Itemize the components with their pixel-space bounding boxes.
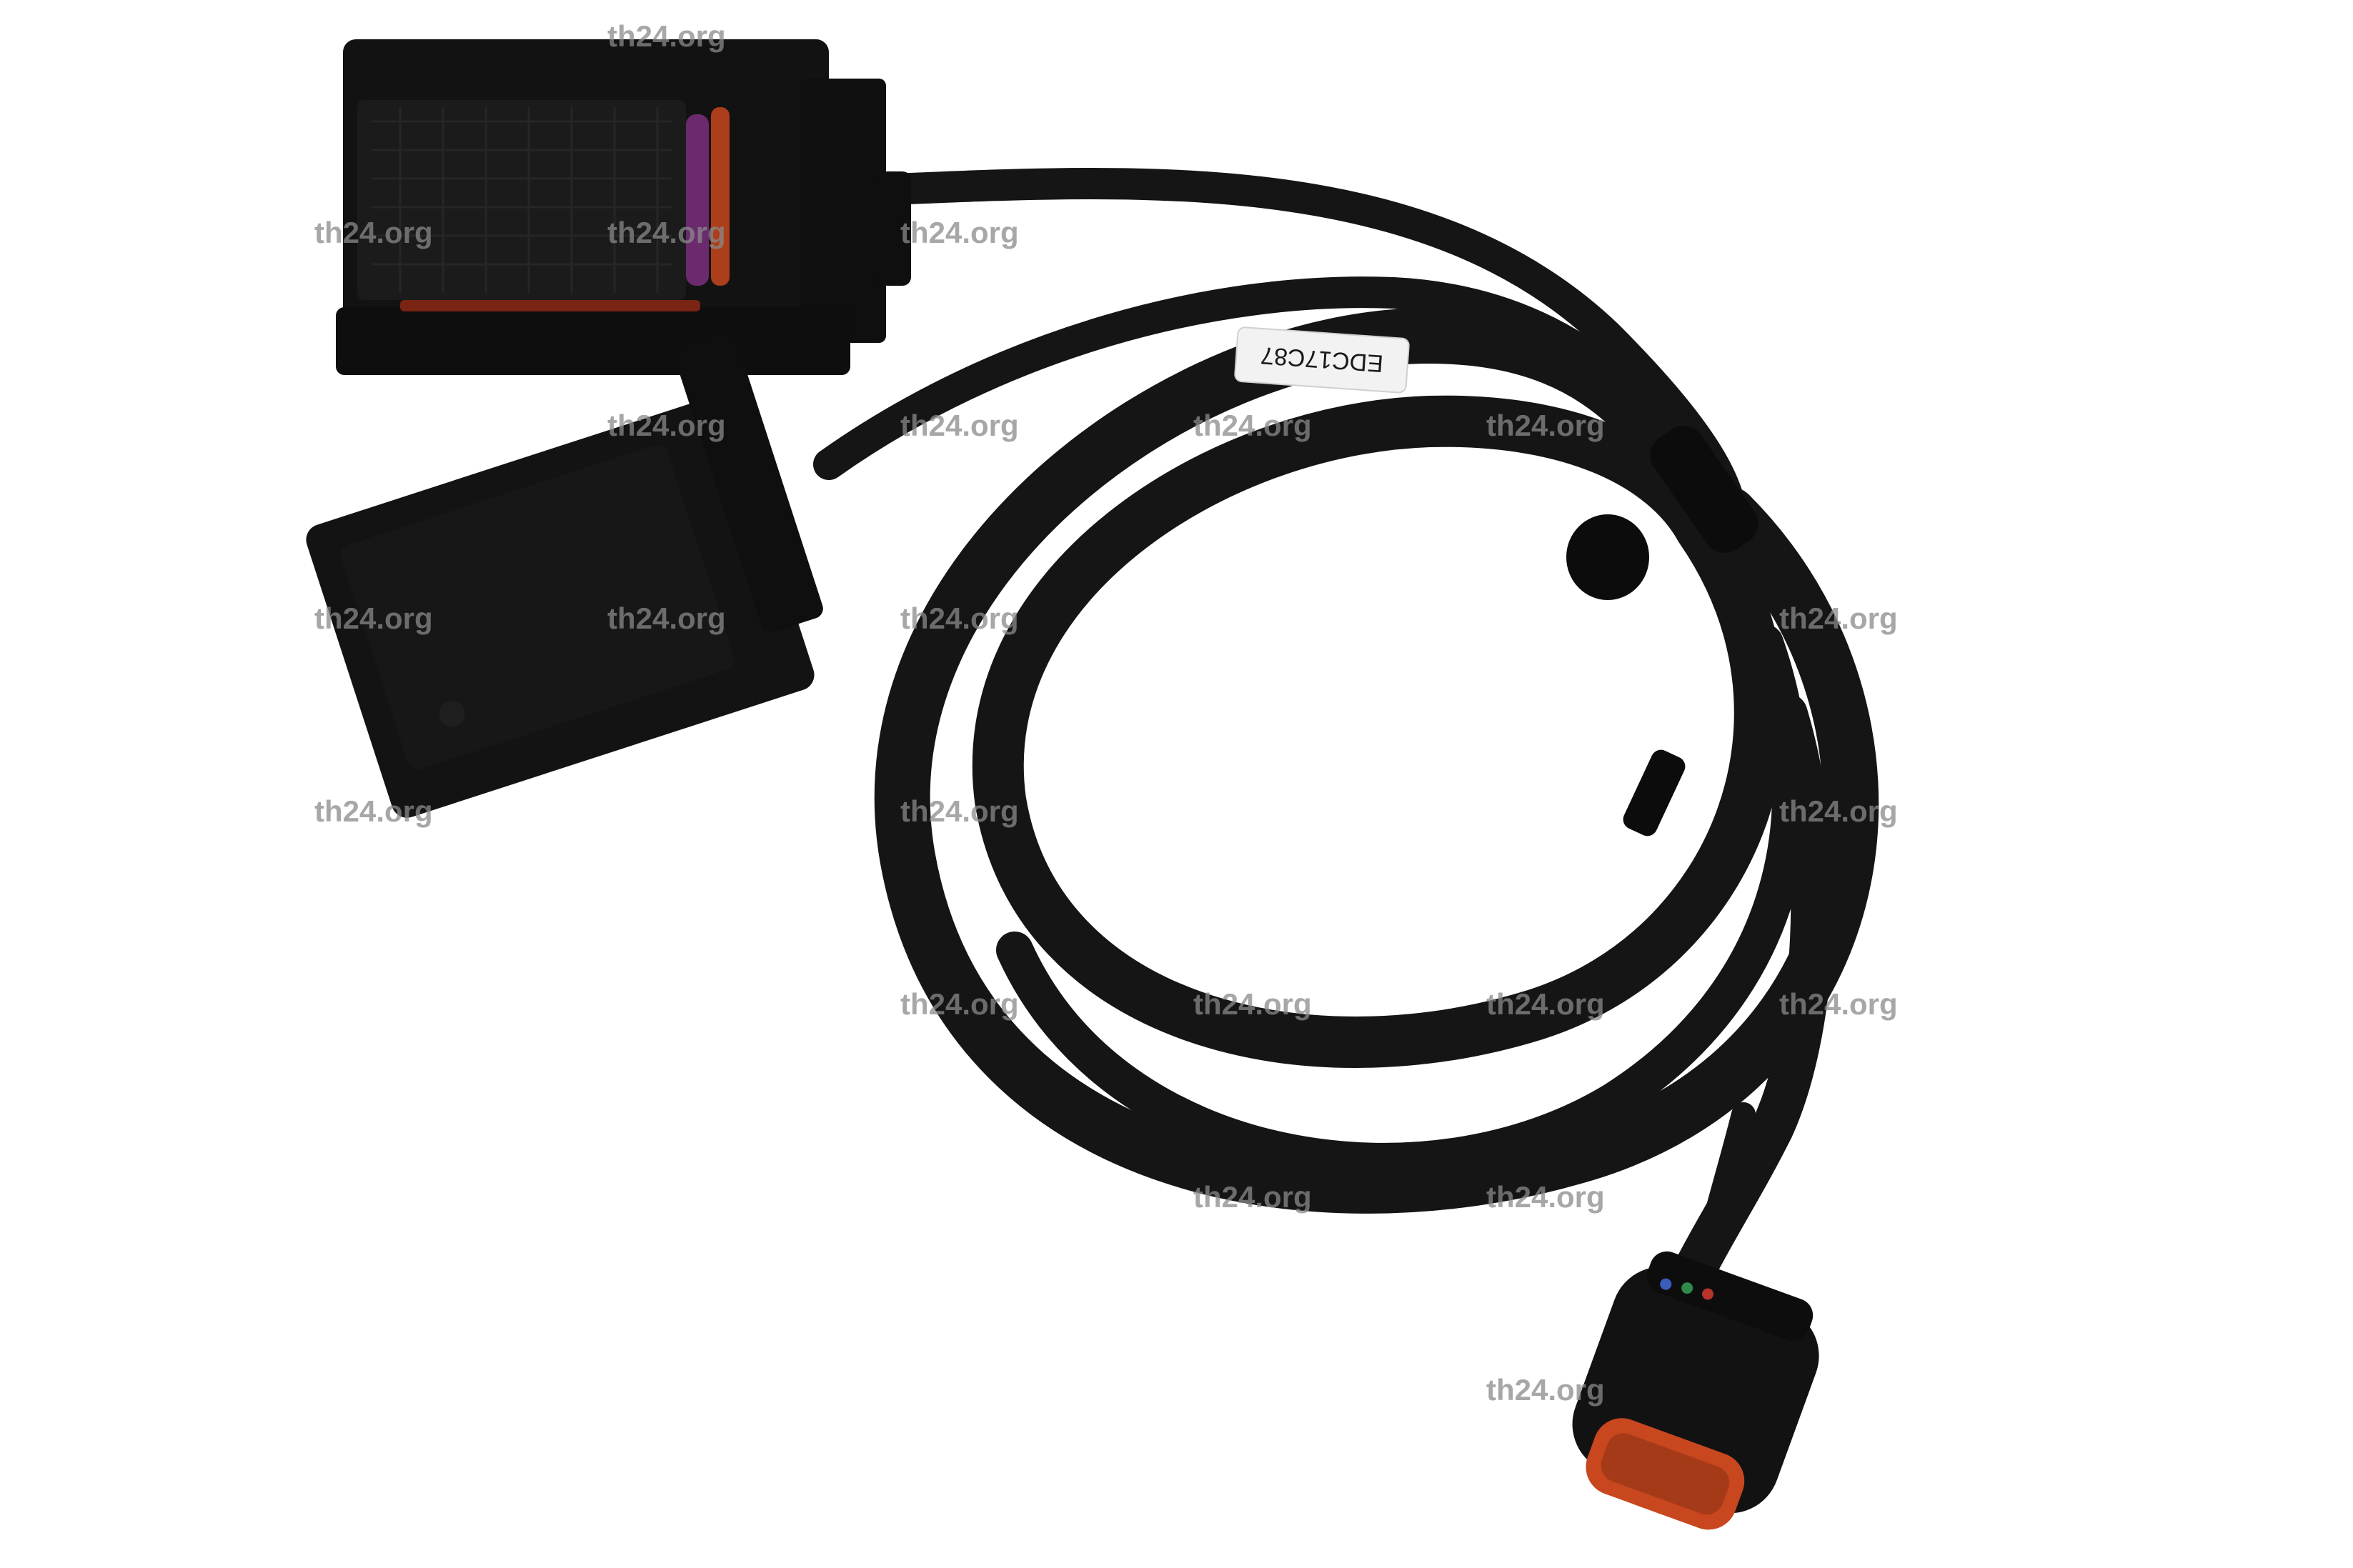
connector-large-latch — [800, 79, 886, 343]
watermark: th24.org — [607, 216, 726, 249]
watermark: th24.org — [314, 216, 433, 249]
connector-ecu-small — [306, 332, 823, 818]
watermark: th24.org — [607, 19, 726, 53]
connector-large-seal-purple — [686, 114, 709, 286]
watermark: th24.org — [900, 409, 1019, 442]
watermark: th24.org — [314, 794, 433, 828]
watermark: th24.org — [900, 601, 1019, 635]
cable-tail-thin — [1688, 1102, 1756, 1291]
watermark: th24.org — [314, 601, 433, 635]
watermark: th24.org — [1193, 409, 1312, 442]
connector-large-boot — [879, 171, 911, 286]
watermark: th24.org — [1193, 1180, 1312, 1214]
watermark: th24.org — [1193, 987, 1312, 1021]
watermark: th24.org — [900, 794, 1019, 828]
connector-round-collar — [1646, 1251, 1814, 1341]
cable-coil-inner — [972, 395, 1786, 1068]
connector-round-wire-blue — [1660, 1278, 1672, 1290]
cable-clip-upper — [1650, 426, 1758, 553]
cable-clips — [1566, 426, 1758, 837]
cable-clip-lower — [1566, 514, 1649, 600]
connector-large-pin-grid — [372, 107, 672, 293]
watermark: th24.org — [1486, 409, 1605, 442]
connector-large-seal-orange — [711, 107, 730, 286]
watermark: th24.org — [1486, 1180, 1605, 1214]
connector-small-latch — [674, 332, 823, 633]
watermark: th24.org — [1486, 987, 1605, 1021]
cable-harness — [813, 167, 1879, 1307]
connector-large-pin-field — [357, 100, 686, 300]
connector-ecu-large — [336, 39, 911, 375]
watermark: th24.org — [1779, 794, 1898, 828]
connector-round-wire-green — [1681, 1282, 1693, 1294]
connector-small-face — [340, 444, 735, 770]
watermark: th24.org — [607, 601, 726, 635]
connector-small-marking — [439, 701, 465, 727]
connector-round-diagnostic — [1572, 1251, 1819, 1530]
cable-splice — [1623, 749, 1686, 837]
connector-large-lower-lip — [336, 307, 850, 375]
connector-round-face — [1601, 1433, 1730, 1515]
connector-large-seal-bottom — [400, 300, 700, 311]
watermark: th24.org — [1779, 987, 1898, 1021]
watermark: th24.org — [900, 987, 1019, 1021]
cable-label-sleeve — [1234, 326, 1410, 394]
watermark: th24.org — [900, 216, 1019, 249]
cable-label: EDC17C87 — [1234, 326, 1410, 394]
watermark: th24.org — [1779, 601, 1898, 635]
connector-round-wire-red — [1702, 1288, 1714, 1300]
watermark: th24.org — [1486, 1373, 1605, 1407]
watermark: th24.org — [607, 409, 726, 442]
watermark-layer: th24.org th24.org th24.org th24.org th24… — [314, 19, 1898, 1407]
